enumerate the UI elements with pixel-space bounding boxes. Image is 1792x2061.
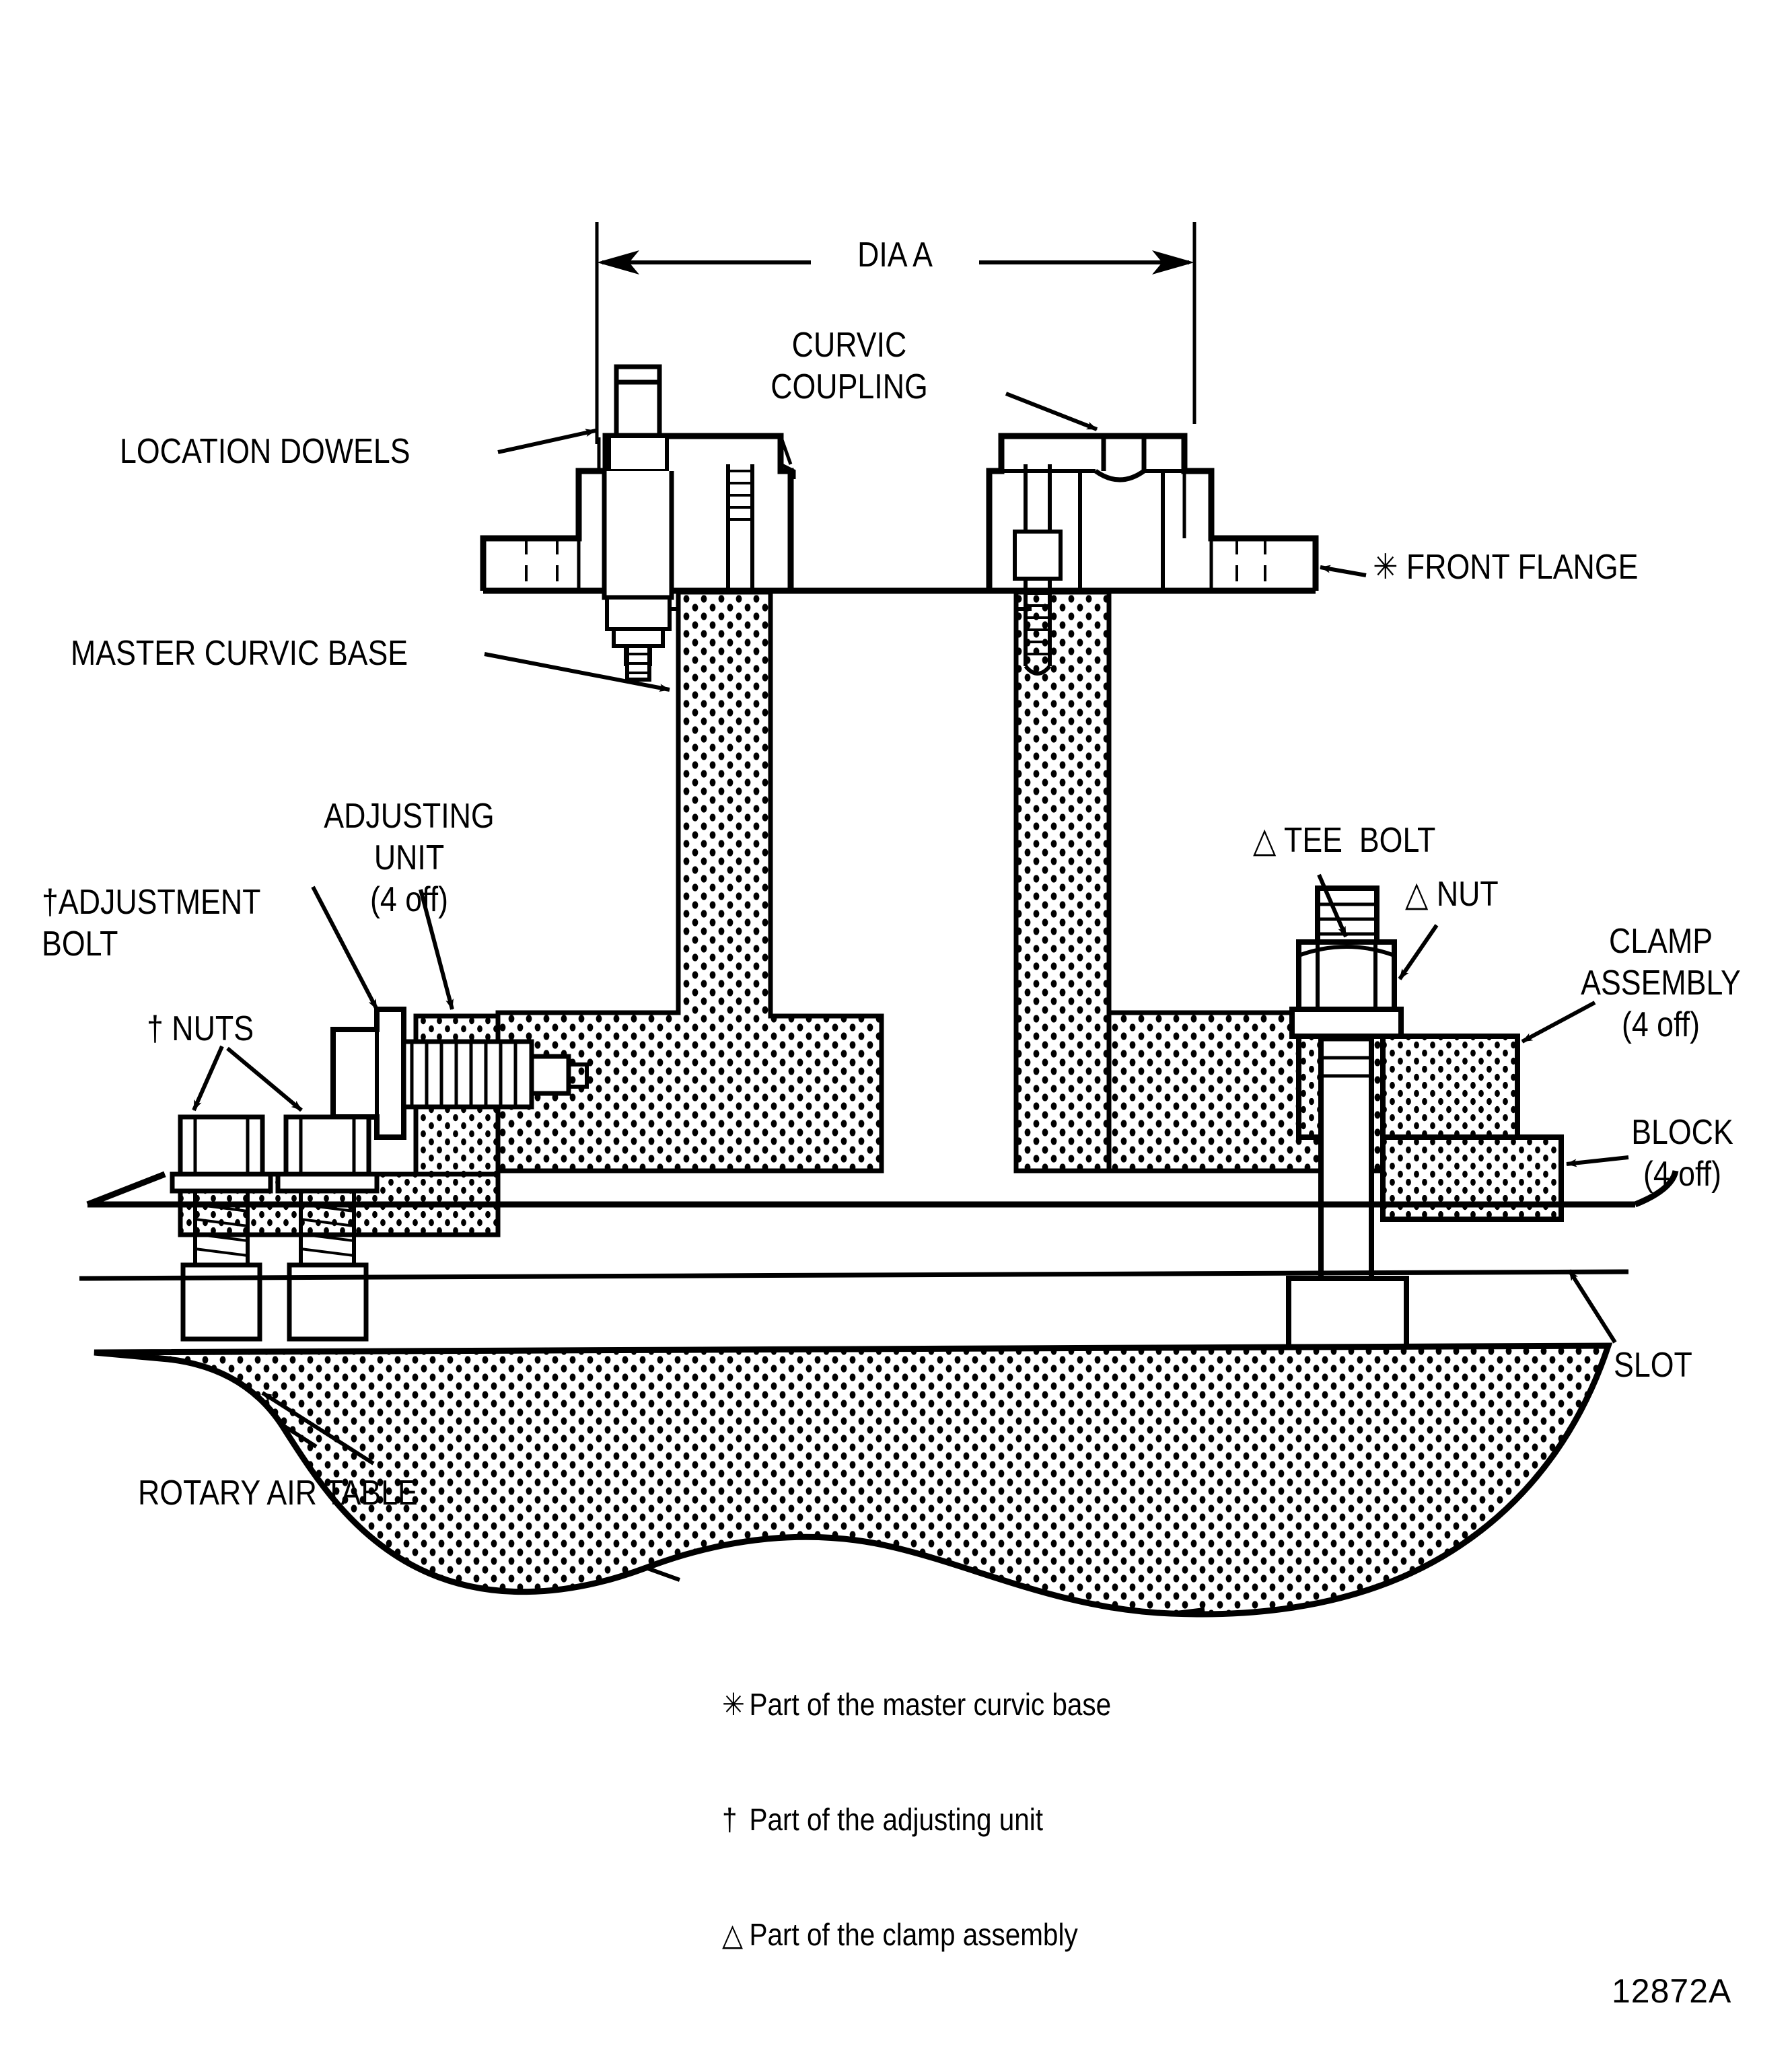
leader-clamp-assembly: [1521, 1001, 1596, 1044]
label-nuts: † NUTS: [147, 1009, 254, 1048]
rotary-air-table-right-chamfer: [1634, 1169, 1679, 1208]
dimension-label-dia-a: DIA A: [857, 236, 933, 275]
adjusting-unit-nose: [529, 1054, 571, 1096]
dowel-left-shank: [605, 595, 672, 682]
dimension-dia-a: [595, 222, 1196, 444]
tee-bolt-tee-head: [1286, 1276, 1409, 1355]
leader-block: [1566, 1155, 1629, 1167]
rotary-air-table-body: [94, 1342, 1613, 1618]
nut-left-1: [170, 1114, 273, 1342]
label-adjusting-unit: ADJUSTING UNIT (4 off): [324, 797, 495, 919]
legend-symbol-asterisk: ✳: [721, 1687, 745, 1722]
leader-adjustment-bolt: [311, 885, 379, 1011]
label-tee-bolt: △ TEE BOLT: [1253, 821, 1436, 860]
figure-code: 12872A: [1612, 1972, 1732, 2010]
leader-adjusting-unit: [419, 889, 454, 1010]
tee-bolt-washer: [1289, 1007, 1404, 1039]
front-flange-left: [480, 433, 794, 591]
label-front-flange: ✳ FRONT FLANGE: [1373, 548, 1639, 587]
rotary-air-table-break-edge: [281, 1423, 1205, 1616]
leader-nut: [1398, 924, 1439, 980]
legend: ✳Part of the master curvic base † Part of…: [692, 1647, 1168, 1992]
flange-left-cham: [779, 462, 796, 479]
legend-item: † Part of the adjusting unit: [692, 1762, 1111, 1877]
master-curvic-base-left-wall: [495, 589, 884, 1173]
flange-right-bolt: [1013, 464, 1063, 676]
label-master-curvic-base: MASTER CURVIC BASE: [71, 634, 408, 673]
clamp-assembly: [1286, 885, 1564, 1355]
legend-text: Part of the master curvic base: [749, 1687, 1112, 1722]
leader-lines: [192, 392, 1629, 1466]
label-clamp-assembly: CLAMP ASSEMBLY (4 off): [1581, 922, 1741, 1044]
clamp-block-upper: [1380, 1034, 1520, 1140]
label-nut: △ NUT: [1405, 875, 1499, 914]
label-adjustment-bolt: †ADJUSTMENT BOLT: [42, 883, 261, 964]
legend-text: Part of the clamp assembly: [749, 1917, 1078, 1952]
leader-slot: [1567, 1269, 1617, 1344]
leader-nuts-2: [226, 1046, 303, 1112]
leader-curvic-coupling: [1005, 392, 1098, 431]
flange-left-bolt: [726, 464, 754, 591]
legend-item: △Part of the clamp assembly: [692, 1877, 1111, 1992]
legend-item: ✳Part of the master curvic base: [692, 1647, 1111, 1762]
leader-tee-bolt: [1317, 873, 1348, 938]
leader-location-dowels: [497, 429, 596, 454]
label-curvic-coupling: CURVIC COUPLING: [770, 326, 928, 406]
label-block: BLOCK (4 off): [1631, 1113, 1733, 1194]
front-flange-left-inner: [577, 471, 608, 591]
rotary-air-table-slot-line: [79, 1269, 1629, 1281]
label-slot: SLOT: [1614, 1346, 1692, 1385]
location-dowel-left: [602, 364, 674, 600]
adjustment-bolt-thread: [401, 1039, 534, 1110]
leader-front-flange: [1320, 565, 1367, 577]
legend-symbol-dagger: †: [721, 1802, 738, 1837]
legend-text: Part of the adjusting unit: [749, 1802, 1044, 1837]
label-rotary-air-table: ROTARY AIR TABLE: [138, 1474, 418, 1513]
leader-master-curvic-base: [484, 652, 670, 692]
rotary-air-table-left-chamfer: [86, 1171, 166, 1208]
leader-rotary-air-table: [261, 1391, 375, 1466]
front-flange-right-inner: [1182, 471, 1213, 591]
flange-left-taper: [779, 435, 793, 465]
leader-nuts-1: [192, 1045, 224, 1112]
clamp-block-lower: [1380, 1134, 1564, 1222]
legend-symbol-triangle: △: [721, 1917, 744, 1952]
adjusting-unit-block: [413, 1013, 501, 1044]
label-location-dowels: LOCATION DOWELS: [120, 432, 410, 471]
